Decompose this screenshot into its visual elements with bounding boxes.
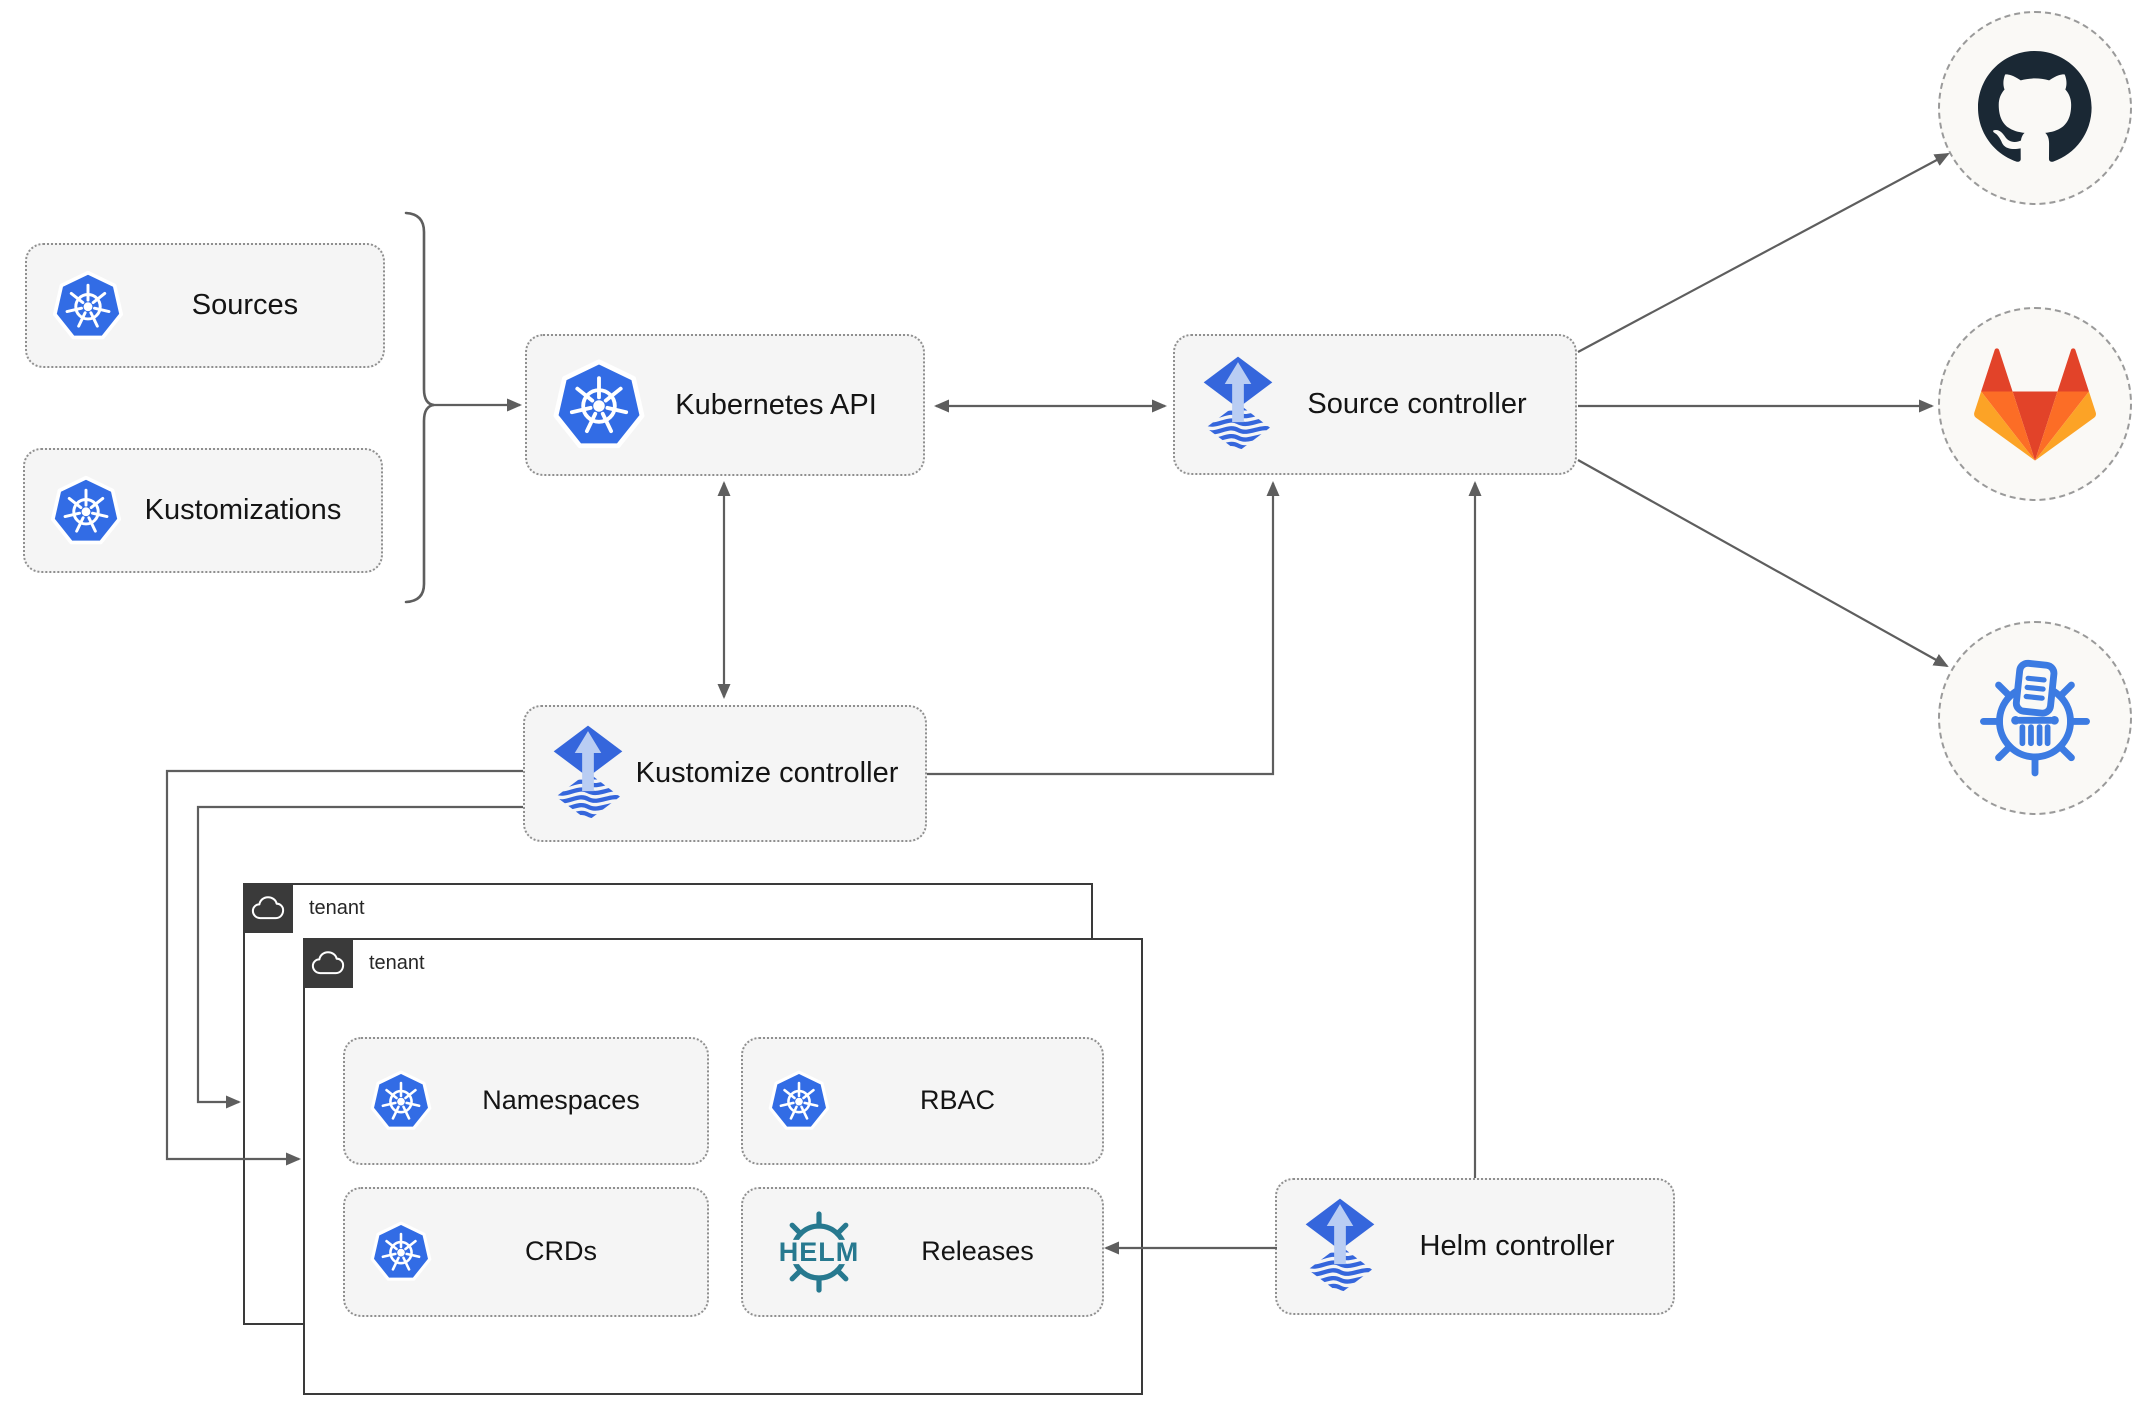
kubernetes-api-box: Kubernetes API — [525, 334, 925, 476]
source-controller-box: Source controller — [1173, 334, 1577, 475]
helm-icon: HELM — [767, 1206, 871, 1298]
brace-sources-group — [404, 211, 435, 604]
kustomizations-label: Kustomizations — [144, 494, 342, 527]
crds-label: CRDs — [525, 1236, 597, 1267]
tenant-box-front: tenant Namespaces RBAC CRDs HELM Release… — [303, 938, 1143, 1395]
kubernetes-icon — [369, 1220, 433, 1284]
kubernetes-api-label: Kubernetes API — [675, 388, 877, 421]
kustomize-controller-label: Kustomize controller — [635, 757, 899, 790]
helm-controller-box: Helm controller — [1275, 1178, 1675, 1315]
arrow-source-to-github — [1577, 153, 1950, 353]
cloud-icon — [303, 938, 353, 988]
chartmuseum-icon — [1972, 655, 2098, 781]
kubernetes-icon — [551, 357, 647, 453]
rbac-label: RBAC — [919, 1085, 995, 1116]
flux-icon — [549, 724, 627, 824]
crds-box: CRDs — [343, 1187, 709, 1317]
kubernetes-icon — [51, 269, 125, 343]
rbac-box: RBAC — [741, 1037, 1104, 1165]
kubernetes-icon — [369, 1069, 433, 1133]
gitlab-remote — [1938, 307, 2132, 501]
github-remote — [1938, 11, 2132, 205]
cloud-icon — [243, 883, 293, 933]
gitlab-icon — [1974, 347, 2096, 461]
releases-box: HELM Releases — [741, 1187, 1104, 1317]
github-icon — [1978, 51, 2092, 162]
kustomize-controller-box: Kustomize controller — [523, 705, 927, 842]
source-controller-label: Source controller — [1307, 388, 1527, 421]
kubernetes-icon — [767, 1069, 831, 1133]
namespaces-box: Namespaces — [343, 1037, 709, 1165]
flux-icon — [1199, 355, 1277, 455]
tenant-back-label: tenant — [309, 897, 365, 919]
helm-logo-text: HELM — [778, 1236, 860, 1267]
helm-controller-label: Helm controller — [1419, 1230, 1615, 1263]
namespaces-label: Namespaces — [482, 1085, 640, 1116]
tenant-front-label: tenant — [369, 952, 425, 974]
kubernetes-icon — [49, 474, 123, 548]
releases-label: Releases — [921, 1236, 1034, 1267]
kustomizations-box: Kustomizations — [23, 448, 383, 573]
sources-box: Sources — [25, 243, 385, 368]
flux-icon — [1301, 1197, 1379, 1297]
sources-label: Sources — [191, 289, 299, 322]
arrow-kustomize-to-source — [927, 481, 1280, 776]
arrow-source-to-chartmuseum — [1577, 459, 1949, 667]
chartmuseum-remote — [1938, 621, 2132, 815]
